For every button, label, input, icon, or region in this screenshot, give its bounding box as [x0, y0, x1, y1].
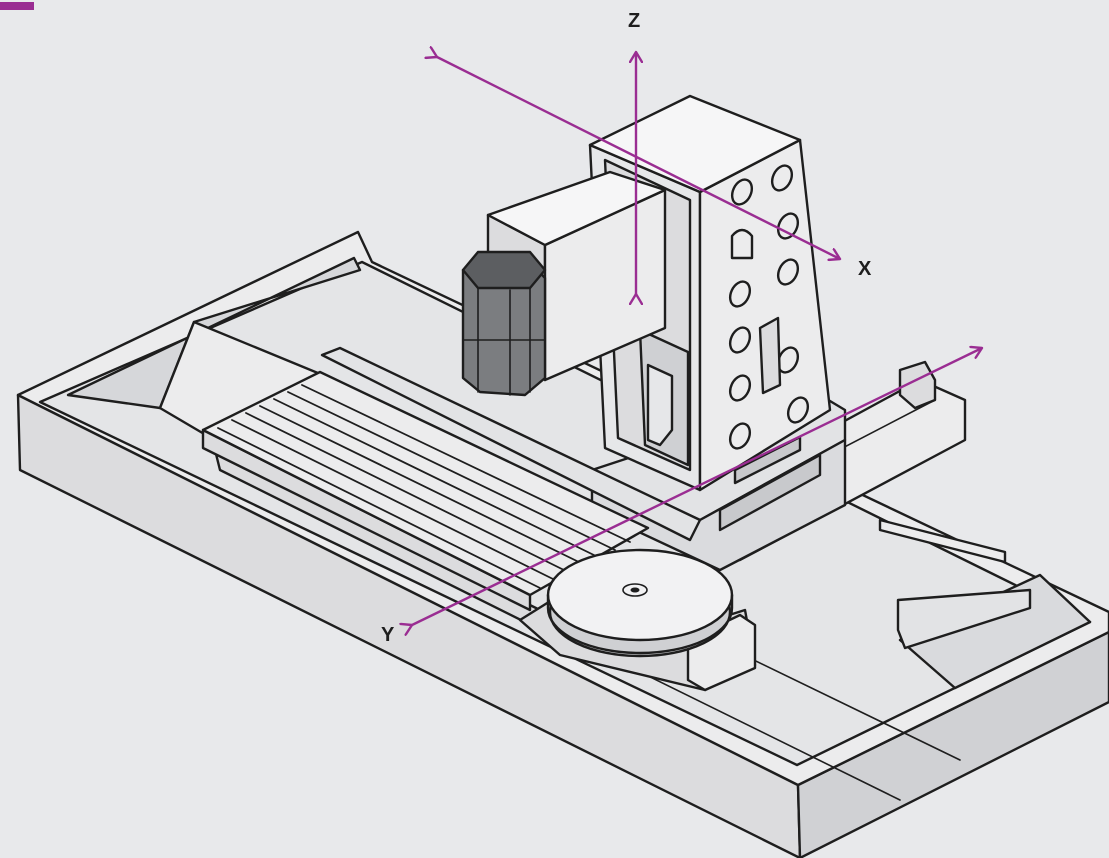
x-axis-arrow [437, 57, 840, 259]
z-axis-label: Z [628, 10, 640, 32]
y-axis-label: Y [381, 624, 395, 646]
motor-top [461, 250, 547, 290]
y-axis-arrow [412, 348, 982, 625]
x-axis-label: X [858, 258, 872, 280]
base-back-wall [66, 256, 362, 410]
axes [412, 52, 982, 625]
rotary-center-inner [630, 587, 640, 593]
column-hatch [758, 316, 782, 395]
column-slide [646, 363, 674, 447]
logo-fragment [0, 2, 34, 10]
